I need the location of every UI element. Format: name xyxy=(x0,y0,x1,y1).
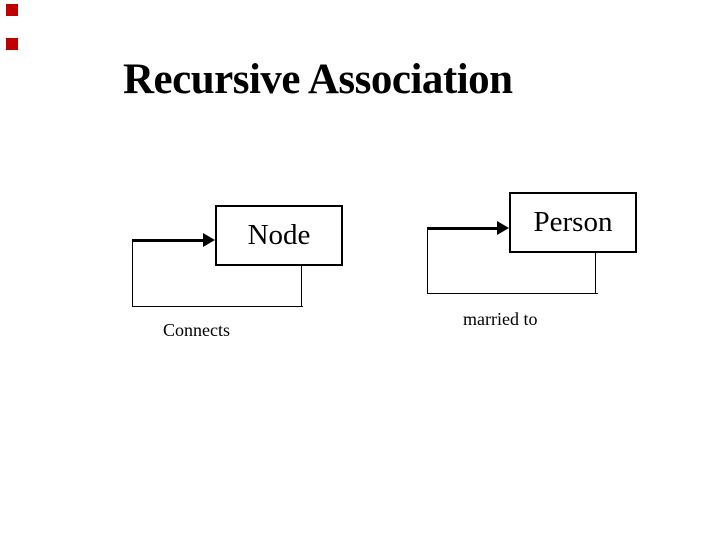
person-association-arrow-shaft xyxy=(427,226,498,230)
person-loop-left-line xyxy=(426,228,428,294)
node-loop-left-line xyxy=(131,240,133,307)
node-class-label: Node xyxy=(247,219,311,251)
node-association-arrow-shaft xyxy=(132,238,204,242)
node-class-box: Node xyxy=(215,205,343,266)
node-association-label: Connects xyxy=(163,320,230,340)
node-loop-bottom-line xyxy=(131,305,303,307)
person-class-box: Person xyxy=(509,192,637,253)
person-association-label: married to xyxy=(463,309,538,329)
red-square-marker-bottom xyxy=(6,38,18,50)
person-association-arrowhead-icon xyxy=(497,221,509,235)
person-loop-bottom-line xyxy=(426,292,598,294)
node-loop-right-line xyxy=(300,266,302,307)
red-square-marker-top xyxy=(6,4,18,16)
person-class-label: Person xyxy=(533,206,613,238)
node-association-arrowhead-icon xyxy=(203,233,215,247)
person-loop-right-line xyxy=(594,253,596,294)
slide-title: Recursive Association xyxy=(123,56,513,103)
